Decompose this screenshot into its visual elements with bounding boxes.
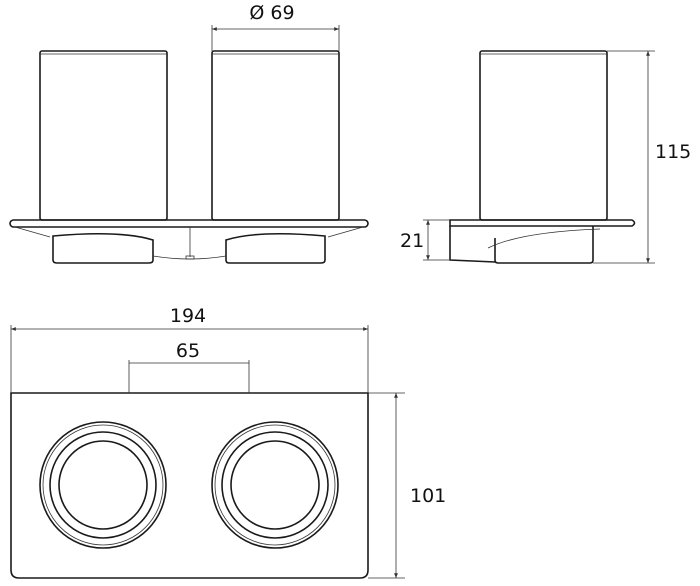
left-ring [39, 421, 167, 549]
left-socket [52, 232, 154, 264]
diameter-label: Ø 69 [249, 2, 294, 24]
side-cup [479, 50, 608, 221]
height-label: 115 [655, 141, 691, 163]
side-view: 115 21 [400, 50, 691, 264]
left-cup [39, 50, 168, 221]
base-plate [9, 219, 369, 228]
width-label: 194 [170, 305, 206, 327]
right-ring [211, 421, 339, 549]
depth-label: 101 [410, 485, 446, 507]
top-view: 194 65 101 [10, 305, 446, 579]
spacing-label: 65 [176, 340, 200, 362]
base-height-label: 21 [400, 230, 424, 252]
front-view: Ø 69 [9, 2, 369, 264]
right-cup [211, 50, 340, 221]
top-plate [10, 392, 369, 579]
side-plate [449, 219, 636, 227]
right-socket [225, 232, 326, 264]
